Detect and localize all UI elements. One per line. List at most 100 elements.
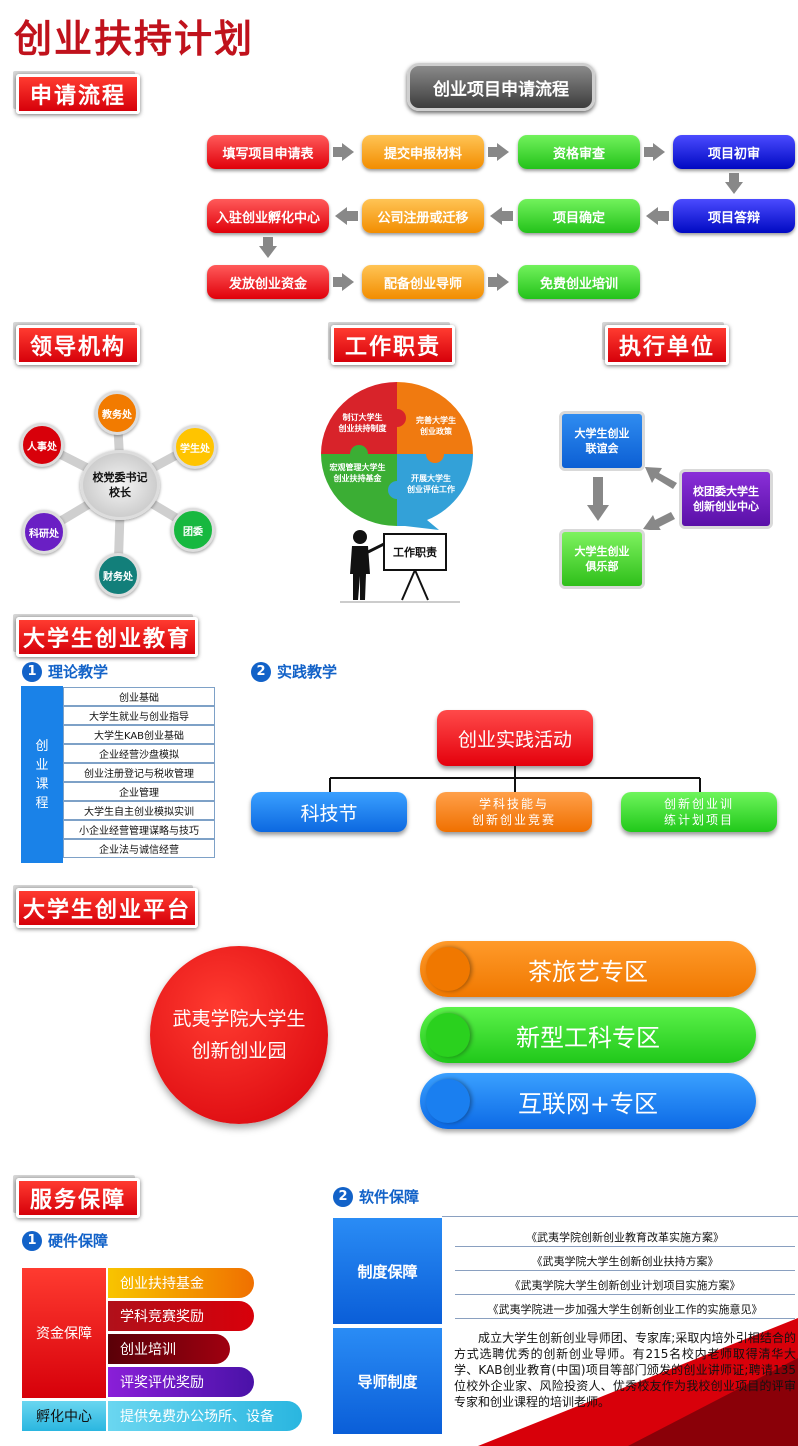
activity-root: 创业实践活动 bbox=[437, 710, 593, 766]
section-edu-heading: 大学生创业教育 bbox=[16, 617, 198, 657]
fund-item: 创业扶持基金 bbox=[108, 1268, 254, 1298]
flow-step: 免费创业培训 bbox=[518, 265, 640, 299]
mentor-text: 成立大学生创新创业导师团、专家库;采取内培外引相结合的方式选聘优秀的创新创业导师… bbox=[454, 1331, 796, 1409]
arrow-right-icon bbox=[342, 143, 354, 161]
flow-title: 创业项目申请流程 bbox=[407, 63, 595, 111]
mentor-label: 导师制度 bbox=[333, 1328, 442, 1434]
course-category-char: 课 bbox=[35, 776, 49, 792]
activity-item: 创新创业训 练计划项目 bbox=[621, 792, 777, 832]
section-service-heading: 服务保障 bbox=[16, 1178, 140, 1218]
doc-item: 《武夷学院进一步加强大学生创新创业工作的实施意见》 bbox=[455, 1299, 795, 1319]
course-row: 大学生KAB创业基础 bbox=[63, 725, 215, 744]
flow-step: 项目答辩 bbox=[673, 199, 795, 233]
arrow-left-icon bbox=[335, 207, 347, 225]
fund-item: 创业培训 bbox=[108, 1334, 230, 1364]
platform-zone: 新型工科专区 bbox=[420, 1007, 756, 1063]
leader-node: 财务处 bbox=[96, 553, 140, 597]
section-platform-heading: 大学生创业平台 bbox=[16, 888, 198, 928]
duty-piece-line: 完善大学生 bbox=[416, 416, 456, 425]
page-title: 创业扶持计划 bbox=[14, 17, 255, 61]
arrow-right-icon bbox=[497, 143, 509, 161]
platform-center-line: 创新创业园 bbox=[191, 1040, 287, 1062]
doc-item: 《武夷学院创新创业教育改革实施方案》 bbox=[455, 1227, 795, 1247]
incubator-label: 孵化中心 bbox=[22, 1401, 106, 1431]
platform-zone: 互联网+专区 bbox=[420, 1073, 756, 1129]
exec-arrows bbox=[587, 467, 677, 530]
exec-unit-line: 联谊会 bbox=[585, 442, 619, 455]
flow-step: 发放创业资金 bbox=[207, 265, 329, 299]
course-category-char: 创 bbox=[35, 738, 49, 754]
course-row: 小企业经营管理谋略与技巧 bbox=[63, 820, 215, 839]
activity-item: 学科技能与 创新创业竞赛 bbox=[436, 792, 592, 832]
leader-center: 校党委书记 校长 bbox=[80, 450, 160, 520]
duty-piece-line: 开展大学生 bbox=[411, 474, 451, 483]
arrow-left-icon bbox=[646, 207, 658, 225]
course-category-label: 创 业 课 程 bbox=[21, 686, 63, 863]
duty-piece-line: 创业评估工作 bbox=[407, 485, 455, 494]
flow-step: 配备创业导师 bbox=[362, 265, 484, 299]
course-row: 创业注册登记与税收管理 bbox=[63, 763, 215, 782]
arrow-down-icon bbox=[725, 182, 743, 194]
leader-node: 人事处 bbox=[20, 423, 64, 467]
activity-tree-lines bbox=[329, 766, 701, 794]
section-apply-heading: 申请流程 bbox=[16, 74, 140, 114]
duty-puzzle bbox=[321, 382, 473, 530]
duty-piece-line: 宏观管理大学生 bbox=[329, 463, 386, 472]
duty-piece-line: 制订大学生 bbox=[342, 413, 383, 422]
flow-step: 资格审查 bbox=[518, 135, 640, 169]
number-badge: 1 bbox=[22, 661, 42, 682]
leader-node: 科研处 bbox=[22, 510, 66, 554]
doc-item: 《武夷学院大学生创新创业扶持方案》 bbox=[455, 1251, 795, 1271]
corner-decoration bbox=[478, 1318, 798, 1446]
course-category-char: 业 bbox=[35, 757, 49, 773]
duty-piece: 完善大学生 创业政策 bbox=[405, 415, 467, 437]
course-row: 企业管理 bbox=[63, 782, 215, 801]
system-label: 制度保障 bbox=[333, 1218, 442, 1324]
activity-line: 创新创业训 bbox=[663, 797, 734, 811]
software-heading: 2 软件保障 bbox=[333, 1186, 419, 1207]
number-badge: 2 bbox=[333, 1186, 353, 1207]
arrow-right-icon bbox=[497, 273, 509, 291]
duty-piece: 开展大学生 创业评估工作 bbox=[400, 473, 462, 495]
exec-unit-line: 大学生创业 bbox=[574, 545, 630, 558]
flow-step: 项目确定 bbox=[518, 199, 640, 233]
course-row: 企业经营沙盘模拟 bbox=[63, 744, 215, 763]
leader-node: 团委 bbox=[171, 508, 215, 552]
activity-line: 创新创业竞赛 bbox=[471, 813, 556, 827]
flow-step: 项目初审 bbox=[673, 135, 795, 169]
platform-center-line: 武夷学院大学生 bbox=[172, 1008, 306, 1030]
duty-piece-line: 创业扶持制度 bbox=[338, 424, 387, 433]
section-exec-heading: 执行单位 bbox=[605, 325, 729, 365]
zone-label: 茶旅艺专区 bbox=[528, 957, 648, 986]
docs-box bbox=[442, 1216, 798, 1324]
zone-dot bbox=[426, 1013, 470, 1057]
hardware-label: 硬件保障 bbox=[48, 1232, 109, 1250]
zone-label: 新型工科专区 bbox=[516, 1023, 660, 1052]
leader-node: 学生处 bbox=[173, 425, 217, 469]
hardware-heading: 1 硬件保障 bbox=[22, 1230, 108, 1251]
platform-zone: 茶旅艺专区 bbox=[420, 941, 756, 997]
flow-step: 提交申报材料 bbox=[362, 135, 484, 169]
theory-label: 理论教学 bbox=[48, 663, 109, 681]
fund-label: 资金保障 bbox=[22, 1268, 106, 1398]
course-row: 大学生就业与创业指导 bbox=[63, 706, 215, 725]
leader-center-line: 校长 bbox=[109, 486, 131, 499]
exec-unit-line: 创新创业中心 bbox=[693, 500, 759, 513]
exec-unit-line: 大学生创业 bbox=[574, 427, 630, 440]
software-label: 软件保障 bbox=[359, 1188, 420, 1206]
zone-dot bbox=[426, 1079, 470, 1123]
duty-piece: 宏观管理大学生 创业扶持基金 bbox=[320, 462, 395, 484]
course-category-char: 程 bbox=[35, 795, 49, 811]
course-row: 企业法与诚信经营 bbox=[63, 839, 215, 858]
duty-piece: 制订大学生 创业扶持制度 bbox=[330, 412, 395, 434]
duty-piece-line: 创业政策 bbox=[420, 427, 452, 436]
flow-step: 公司注册或迁移 bbox=[362, 199, 484, 233]
incubator-item: 提供免费办公场所、设备 bbox=[108, 1401, 302, 1431]
practice-heading: 2 实践教学 bbox=[251, 661, 337, 682]
number-badge: 1 bbox=[22, 1230, 42, 1251]
practice-label: 实践教学 bbox=[277, 663, 338, 681]
duty-board-label: 工作职责 bbox=[393, 546, 437, 559]
leader-center-line: 校党委书记 bbox=[92, 471, 148, 484]
exec-unit: 大学生创业 联谊会 bbox=[559, 411, 645, 471]
